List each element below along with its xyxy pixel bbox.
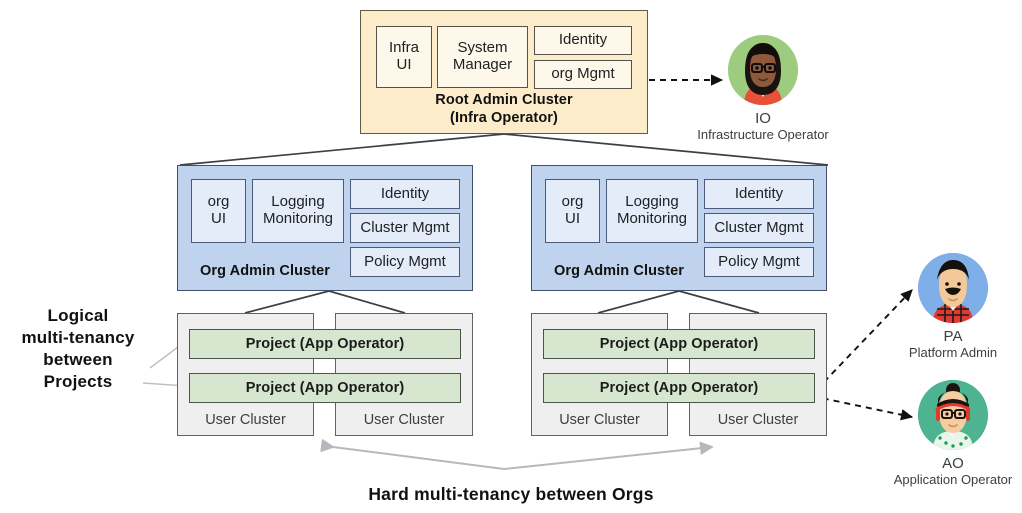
root-tile-infra-ui[interactable]: Infra UI (376, 26, 432, 88)
tile-label: System Manager (452, 39, 513, 73)
org-right-tile-cluster-mgmt[interactable]: Cluster Mgmt (704, 213, 814, 243)
user-cluster-left-2-caption: User Cluster (363, 412, 445, 428)
logical-multi-tenancy-label: Logical multi-tenancy between Projects (8, 305, 148, 393)
org-right-tile-identity[interactable]: Identity (704, 179, 814, 209)
user-cluster-left-1-caption: User Cluster (205, 412, 286, 428)
org-left-tile-cluster-mgmt[interactable]: Cluster Mgmt (350, 213, 460, 243)
org-right-tile-org-ui[interactable]: org UI (545, 179, 600, 243)
tile-label: org UI (207, 193, 230, 227)
caption-line-2: (Infra Operator) (450, 109, 558, 126)
avatar-io (728, 35, 798, 105)
project-left-1[interactable]: Project (App Operator) (189, 329, 461, 359)
tile-label: Identity (380, 184, 430, 202)
avatar-ao-illustration (918, 380, 988, 450)
org-admin-cluster-left-caption: Org Admin Cluster (185, 263, 345, 281)
tile-label: Identity (734, 184, 784, 202)
avatar-ao (918, 380, 988, 450)
persona-pa-role: Platform Admin (908, 345, 998, 361)
project-label: Project (App Operator) (599, 379, 759, 396)
project-right-1[interactable]: Project (App Operator) (543, 329, 815, 359)
persona-ao-role: Application Operator (893, 472, 1013, 488)
persona-ao-initials: AO (942, 455, 964, 472)
project-label: Project (App Operator) (599, 335, 759, 352)
user-cluster-right-1-caption: User Cluster (559, 412, 640, 428)
user-cluster-right-2-caption: User Cluster (717, 412, 799, 428)
org-left-tile-identity[interactable]: Identity (350, 179, 460, 209)
root-tile-identity[interactable]: Identity (534, 26, 632, 55)
side-label-line-2: multi-tenancy (21, 328, 135, 348)
tile-label: Cluster Mgmt (360, 218, 450, 236)
caption-text: Org Admin Cluster (553, 263, 685, 279)
project-right-2[interactable]: Project (App Operator) (543, 373, 815, 403)
persona-ao[interactable]: AO Application Operator (878, 380, 1022, 488)
tile-label: Policy Mgmt (718, 252, 800, 270)
avatar-pa-illustration (918, 253, 988, 323)
tile-label: Policy Mgmt (364, 252, 446, 270)
persona-io-role: Infrastructure Operator (697, 127, 829, 143)
caption-line-1: Root Admin Cluster (435, 92, 573, 108)
root-tile-org-mgmt[interactable]: org Mgmt (534, 60, 632, 89)
org-left-tile-policy-mgmt[interactable]: Policy Mgmt (350, 247, 460, 277)
side-label-line-4: Projects (43, 372, 113, 392)
org-left-tile-logging-monitoring[interactable]: Logging Monitoring (252, 179, 344, 243)
avatar-pa (918, 253, 988, 323)
avatar-io-illustration (728, 35, 798, 105)
tile-label: Identity (558, 31, 608, 49)
tile-label: Logging Monitoring (616, 193, 688, 227)
persona-io-initials: IO (755, 110, 771, 127)
project-label: Project (App Operator) (245, 335, 405, 352)
root-tile-system-manager[interactable]: System Manager (437, 26, 528, 88)
hard-multi-tenancy-label: Hard multi-tenancy between Orgs (368, 484, 654, 504)
persona-pa-initials: PA (943, 328, 963, 345)
tile-label: Cluster Mgmt (714, 218, 804, 236)
tile-label: Logging Monitoring (262, 193, 334, 227)
caption-text: Org Admin Cluster (199, 263, 331, 279)
side-label-line-3: between (43, 350, 113, 370)
tile-label: Infra UI (388, 39, 419, 73)
tile-label: org Mgmt (551, 65, 615, 83)
root-admin-cluster-caption: Root Admin Cluster (Infra Operator) (360, 92, 648, 127)
org-right-tile-policy-mgmt[interactable]: Policy Mgmt (704, 247, 814, 277)
persona-io[interactable]: IO Infrastructure Operator (688, 35, 838, 143)
project-label: Project (App Operator) (245, 379, 405, 396)
persona-pa[interactable]: PA Platform Admin (878, 253, 1022, 361)
side-label-line-1: Logical (47, 306, 109, 325)
tile-label: org UI (561, 193, 584, 227)
org-admin-cluster-right-caption: Org Admin Cluster (539, 263, 699, 281)
org-right-tile-logging-monitoring[interactable]: Logging Monitoring (606, 179, 698, 243)
project-left-2[interactable]: Project (App Operator) (189, 373, 461, 403)
org-left-tile-org-ui[interactable]: org UI (191, 179, 246, 243)
